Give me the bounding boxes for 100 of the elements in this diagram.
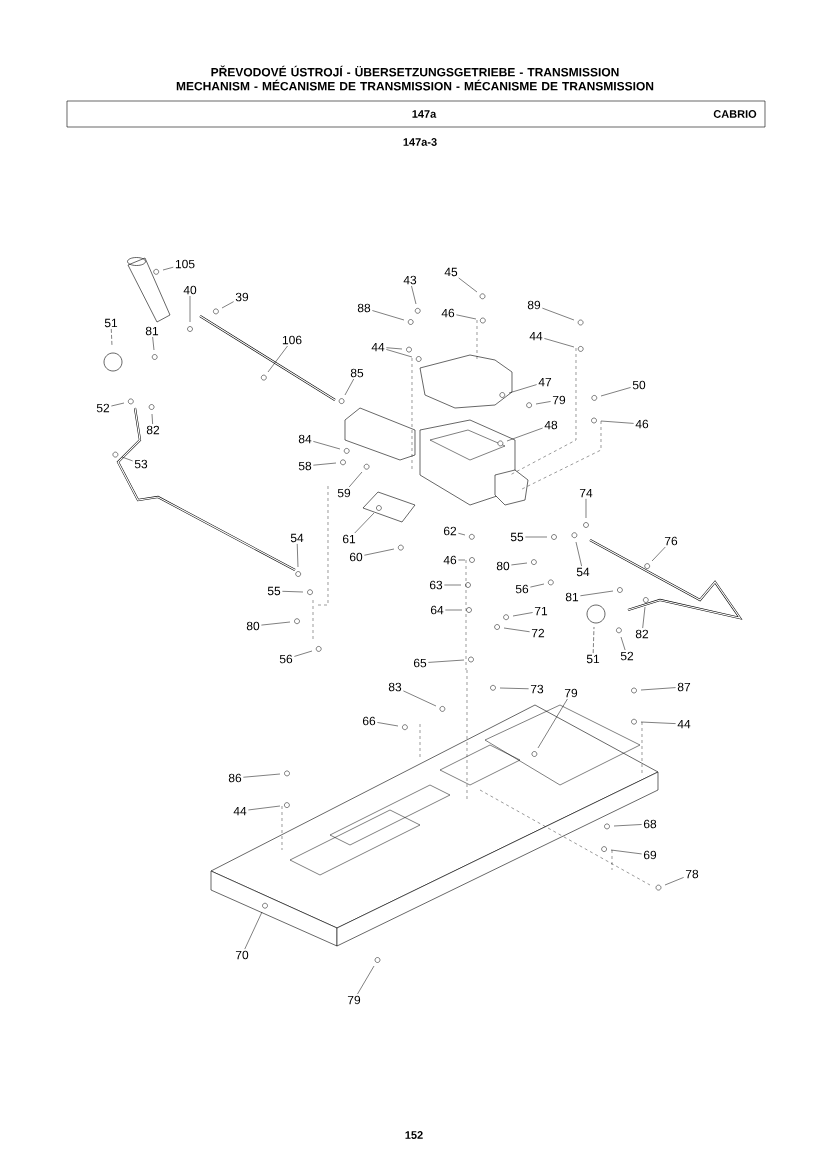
callout-number: 50 <box>632 380 646 390</box>
callout-number: 61 <box>342 534 356 544</box>
callout-number: 44 <box>371 342 385 352</box>
callout-number: 81 <box>145 326 159 336</box>
leader-line <box>377 722 399 727</box>
callout-number: 74 <box>579 488 593 498</box>
callout-number: 56 <box>515 584 529 594</box>
leader-line <box>499 687 529 690</box>
leader-line <box>458 533 466 536</box>
leader-line <box>296 543 299 568</box>
leader-line <box>386 347 403 350</box>
callout-number: 71 <box>534 606 548 616</box>
leader-line <box>503 627 530 633</box>
callout-number: 79 <box>552 395 566 405</box>
callout-number: 86 <box>228 773 242 783</box>
leader-line <box>152 336 155 351</box>
leader-line <box>542 307 575 321</box>
callout-number: 45 <box>444 267 458 277</box>
leader-line <box>530 583 545 588</box>
leader-line <box>580 590 614 597</box>
callout-number: 44 <box>677 719 691 729</box>
callout-number: 88 <box>357 303 371 313</box>
leader-line <box>458 277 478 293</box>
leader-line <box>640 721 676 724</box>
callout-number: 52 <box>96 403 110 413</box>
callout-number: 87 <box>677 682 691 692</box>
callout-number: 44 <box>529 331 543 341</box>
leader-line <box>535 401 551 405</box>
callout-number: 73 <box>530 684 544 694</box>
callout-number: 43 <box>403 275 417 285</box>
callout-number: 82 <box>146 425 160 435</box>
leader-line <box>640 687 676 691</box>
leader-line <box>267 345 288 373</box>
callout-number: 60 <box>349 552 363 562</box>
model-name: CABRIO <box>713 110 757 118</box>
callout-number: 53 <box>134 459 148 469</box>
leader-line <box>372 310 405 321</box>
callout-number: 56 <box>279 654 293 664</box>
callout-number: 58 <box>298 461 312 471</box>
callout-number: 81 <box>565 592 579 602</box>
leader-line <box>610 849 642 855</box>
callout-number: 46 <box>635 419 649 429</box>
leader-line <box>512 612 533 617</box>
leader-line <box>444 584 462 586</box>
leader-line <box>544 338 575 348</box>
leader-line <box>261 621 291 626</box>
leader-line <box>506 427 543 442</box>
leader-line <box>111 402 125 407</box>
callout-number: 54 <box>290 533 304 543</box>
leader-line <box>248 805 281 811</box>
callout-number: 44 <box>233 806 247 816</box>
callout-number: 82 <box>635 629 649 639</box>
leader-line <box>189 295 191 323</box>
leader-line <box>244 911 263 950</box>
leader-line <box>592 626 595 654</box>
callout-number: 46 <box>443 555 457 565</box>
callout-number: 83 <box>388 682 402 692</box>
leader-line <box>111 328 113 347</box>
leader-line <box>664 877 684 886</box>
leader-line <box>525 536 548 538</box>
leader-line <box>458 559 466 561</box>
callout-number: 68 <box>643 819 657 829</box>
callout-number: 55 <box>510 532 524 542</box>
callout-number: 72 <box>531 628 545 638</box>
leader-line <box>386 349 413 358</box>
callout-number: 79 <box>564 688 578 698</box>
leader-line <box>357 965 375 995</box>
callout-number: 63 <box>429 580 443 590</box>
leader-line <box>585 498 587 519</box>
callout-number: 54 <box>576 567 590 577</box>
leader-line <box>508 384 537 394</box>
leader-line <box>600 420 634 424</box>
leader-line <box>282 591 304 593</box>
leader-line <box>537 698 568 749</box>
callout-number: 65 <box>413 658 427 668</box>
callout-number: 80 <box>496 561 510 571</box>
leader-line <box>151 413 153 425</box>
callout-number: 105 <box>175 259 195 269</box>
leader-line <box>364 548 395 556</box>
callout-number: 76 <box>664 536 678 546</box>
leader-line <box>162 266 174 271</box>
callout-number: 47 <box>538 377 552 387</box>
leader-line <box>313 441 341 450</box>
leader-line <box>403 690 437 707</box>
callout-number: 39 <box>235 292 249 302</box>
leader-line <box>511 562 528 566</box>
leader-line <box>348 471 363 488</box>
leader-line <box>243 773 281 778</box>
callout-number: 69 <box>643 850 657 860</box>
leader-line <box>121 456 133 462</box>
title: PŘEVODOVÉ ÚSTROJÍ - ÜBERSETZUNGSGETRIEBE - TRANSMISSION MECHANISM - MÉCANISME DE TRANSMISSION - MÉCANISME DE TRANSMISSION <box>176 65 654 91</box>
leader-line <box>651 546 666 562</box>
callout-number: 106 <box>282 335 302 345</box>
leader-line <box>428 659 465 663</box>
callout-number: 48 <box>544 420 558 430</box>
leader-line <box>613 824 642 827</box>
callout-number: 84 <box>298 434 312 444</box>
callout-number: 78 <box>685 869 699 879</box>
leader-line <box>221 301 234 309</box>
leader-line <box>456 314 477 320</box>
